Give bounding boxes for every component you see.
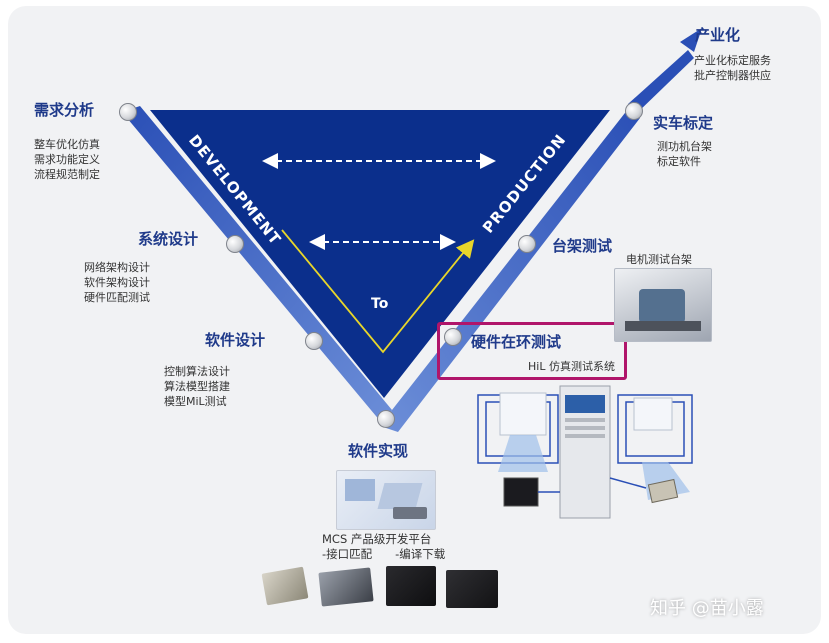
- mcs-platform-image: [336, 470, 436, 530]
- software-design-item: 模型MiL测试: [164, 395, 227, 408]
- right-band: [386, 104, 640, 432]
- controller-photo-2: [318, 567, 374, 607]
- hil-test-title: 硬件在环测试: [471, 333, 562, 351]
- vehicle-calib-item: 测功机台架: [657, 140, 712, 153]
- left-band: [122, 106, 392, 428]
- system-design-item: 硬件匹配测试: [84, 291, 150, 304]
- bench-test-items: 电机测试台架: [626, 252, 692, 267]
- industrialization-item: 批产控制器供应: [694, 69, 771, 82]
- to-label: To: [371, 296, 389, 312]
- industrialization-item: 产业化标定服务: [694, 54, 771, 67]
- bench-test-item: 电机测试台架: [626, 253, 692, 266]
- software-design-item: 算法模型搭建: [164, 380, 230, 393]
- system-design-item: 软件架构设计: [84, 276, 150, 289]
- hil-test-items: HiL 仿真测试系统: [528, 359, 615, 374]
- bench-test-title: 台架测试: [552, 237, 613, 255]
- system-design-item: 网络架构设计: [84, 261, 150, 274]
- requirements-title: 需求分析: [34, 101, 95, 119]
- requirements-item: 流程规范制定: [34, 168, 100, 181]
- software-impl-title: 软件实现: [348, 442, 409, 460]
- system-design-title: 系统设计: [138, 230, 199, 248]
- hil-highlight-box: [437, 322, 627, 380]
- node-vehicle-calib: [625, 102, 643, 120]
- industrialization-arrow-head: [680, 28, 702, 52]
- system-design-items: 网络架构设计 软件架构设计 硬件匹配测试: [84, 260, 150, 305]
- vehicle-calib-items: 测功机台架 标定软件: [657, 139, 712, 169]
- zhihu-watermark: 知乎 @苗小露: [650, 598, 764, 619]
- controller-photo-3: [386, 566, 436, 606]
- yellow-v-arrow: [281, 229, 475, 354]
- software-impl-items: MCS 产品级开发平台 -接口匹配 -编译下载: [322, 532, 445, 562]
- industrialization-arrow-shaft: [628, 50, 694, 114]
- motor-test-bench-photo: [614, 268, 712, 342]
- requirements-items: 整车优化仿真 需求功能定义 流程规范制定: [34, 137, 100, 182]
- industrialization-items: 产业化标定服务 批产控制器供应: [694, 53, 771, 83]
- hil-test-item: HiL 仿真测试系统: [528, 360, 615, 373]
- requirements-item: 需求功能定义: [34, 153, 100, 166]
- node-bench-test: [518, 235, 536, 253]
- requirements-item: 整车优化仿真: [34, 138, 100, 151]
- software-design-title: 软件设计: [205, 331, 266, 349]
- software-design-item: 控制算法设计: [164, 365, 230, 378]
- vehicle-calib-title: 实车标定: [653, 114, 714, 132]
- node-requirements: [119, 103, 137, 121]
- vehicle-calib-item: 标定软件: [657, 155, 701, 168]
- node-hil-test: [444, 328, 462, 346]
- node-software-impl: [377, 410, 395, 428]
- node-software-design: [305, 332, 323, 350]
- industrialization-title: 产业化: [695, 26, 741, 44]
- main-triangle: [150, 110, 610, 398]
- software-impl-item: -接口匹配 -编译下载: [322, 547, 446, 561]
- software-design-items: 控制算法设计 算法模型搭建 模型MiL测试: [164, 364, 230, 409]
- software-impl-item: MCS 产品级开发平台: [322, 532, 432, 546]
- controller-photo-4: [446, 570, 498, 608]
- node-system-design: [226, 235, 244, 253]
